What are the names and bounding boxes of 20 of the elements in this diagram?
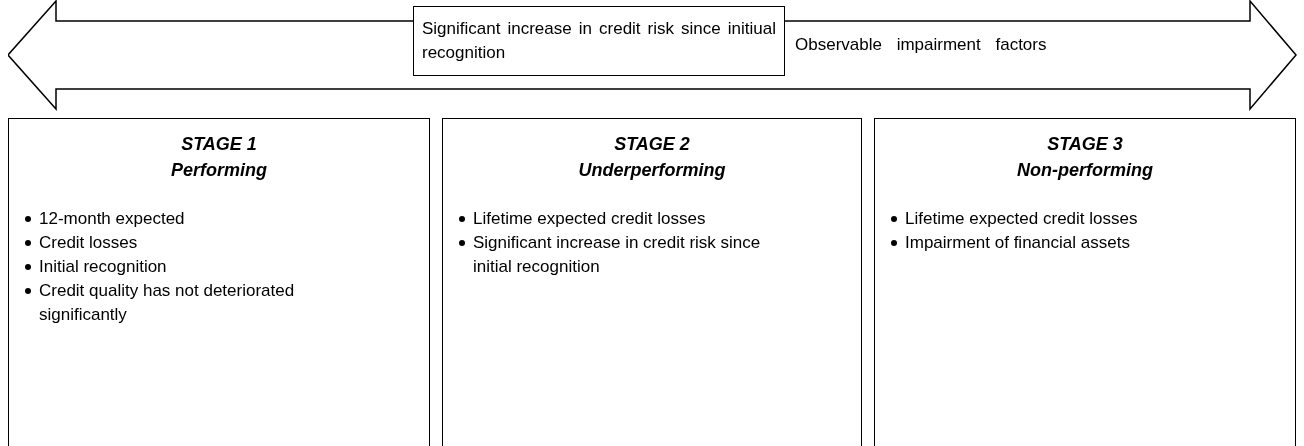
- bullet-text: Initial recognition: [39, 256, 168, 278]
- bullet-text: Credit quality has not deteriorated significantly: [39, 280, 296, 326]
- stage-heading: STAGE 2: [614, 133, 690, 156]
- bullet-text: 12-month expected: [39, 208, 186, 230]
- stage-heading: Underperforming: [578, 159, 726, 182]
- bullet-text: Significant increase in credit risk since initial recognition: [473, 232, 762, 278]
- arrow-label: Observable impairment factors: [795, 34, 1047, 56]
- stage-box: [874, 118, 1296, 446]
- stage-heading: Performing: [171, 159, 267, 182]
- stage-box: [8, 118, 430, 446]
- stage-heading: Non-performing: [1017, 159, 1153, 182]
- bullet-text: Lifetime expected credit losses: [473, 208, 707, 230]
- bullet-text: Impairment of financial assets: [905, 232, 1131, 254]
- stage-heading: STAGE 1: [181, 133, 257, 156]
- box-text: Significant increase in credit risk since initiual recognition: [422, 18, 776, 64]
- text-box: [413, 6, 785, 76]
- stage-heading: STAGE 3: [1047, 133, 1123, 156]
- stage-box: [442, 118, 862, 446]
- bullet-text: Lifetime expected credit losses: [905, 208, 1139, 230]
- bullet-text: Credit losses: [39, 232, 139, 254]
